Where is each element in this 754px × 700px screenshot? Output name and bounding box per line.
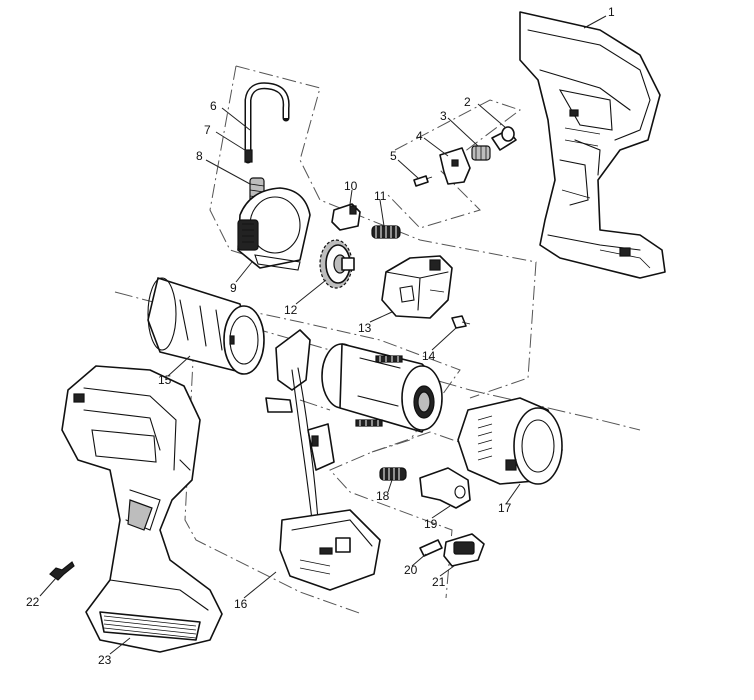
callout-6: 6 [210,99,217,113]
spring-18 [379,467,407,481]
gear [319,239,355,289]
hook-spring [244,82,290,164]
callout-7: 7 [204,123,211,137]
callout-11: 11 [374,189,387,203]
callout-8: 8 [196,149,203,163]
screw-14 [451,315,471,329]
callout-14: 14 [422,349,436,363]
callout-1: 1 [608,5,615,19]
callout-3: 3 [440,109,447,123]
callout-5: 5 [390,149,397,163]
callout-13: 13 [358,321,372,335]
callout-23: 23 [98,653,112,667]
clip-and-knob [419,533,485,567]
callout-20: 20 [404,563,418,577]
screw-22 [49,561,75,581]
motor-unit [321,343,443,433]
callout-12: 12 [284,303,298,317]
spring-11 [371,225,401,239]
switch-lever-assembly [413,126,517,187]
shift-lever [419,467,471,509]
controller-board [265,329,381,591]
callout-labels: 1 2 3 4 5 6 7 8 9 10 11 12 13 14 15 16 1… [26,5,615,667]
housing-half-right [519,11,666,279]
motor-housing [147,277,265,375]
lock-block [331,203,361,231]
callout-22: 22 [26,595,40,609]
callout-18: 18 [376,489,390,503]
gear-case [457,397,563,485]
callout-9: 9 [230,281,237,295]
callout-15: 15 [158,373,172,387]
callout-2: 2 [464,95,471,109]
leader-lines [39,15,607,655]
callout-19: 19 [424,517,438,531]
callout-4: 4 [416,129,423,143]
callout-10: 10 [344,179,358,193]
callout-17: 17 [498,501,512,515]
callout-21: 21 [432,575,446,589]
housing-half-left [61,365,223,653]
switch-housing [381,255,453,319]
callout-16: 16 [234,597,248,611]
brush-holder [237,187,311,271]
